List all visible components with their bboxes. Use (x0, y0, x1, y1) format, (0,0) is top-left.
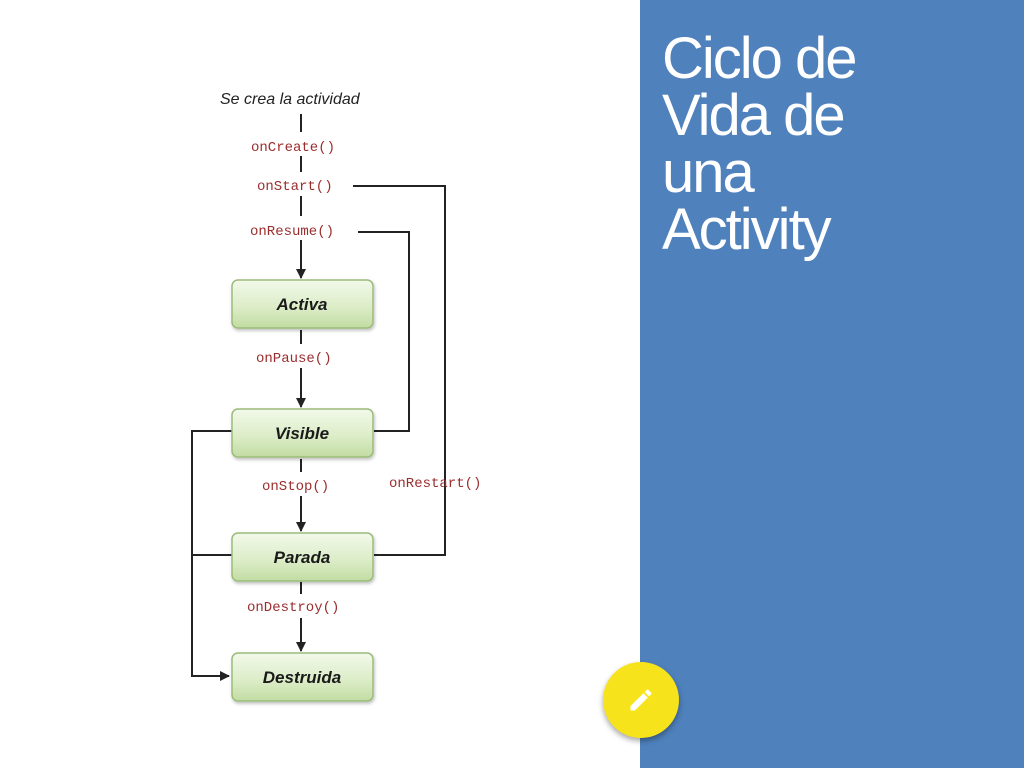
diagram-area: Se crea la actividad onCreate() onStart(… (191, 91, 482, 702)
pencil-icon (630, 689, 652, 711)
title-panel: Ciclo de Vida de una Activity (640, 0, 1024, 768)
slide-title: Ciclo de Vida de una Activity (662, 26, 1002, 262)
state-destruida: Destruida (231, 652, 374, 702)
main-flow-lines (191, 114, 446, 681)
state-parada: Parada (231, 532, 374, 582)
callback-onrestart: onRestart() (389, 476, 481, 492)
title-line: Ciclo de (662, 26, 858, 91)
state-visible: Visible (231, 408, 374, 458)
callback-oncreate: onCreate() (251, 140, 335, 156)
callback-ondestroy: onDestroy() (247, 600, 339, 616)
state-label-activa: Activa (275, 295, 327, 314)
title-line: Activity (662, 197, 832, 262)
state-activa: Activa (231, 279, 374, 329)
state-label-parada: Parada (274, 548, 331, 567)
loop-visible-to-onresume (358, 231, 410, 432)
callback-onstop: onStop() (262, 479, 329, 495)
state-label-visible: Visible (275, 424, 329, 443)
start-label: Se crea la actividad (220, 91, 361, 108)
callback-onresume: onResume() (250, 224, 334, 240)
path-visible-to-destruida (191, 430, 232, 681)
callback-onstart: onStart() (257, 179, 333, 195)
edit-button[interactable] (603, 662, 679, 738)
title-line: Vida de (662, 83, 846, 148)
activity-lifecycle-diagram: Se crea la actividad onCreate() onStart(… (191, 91, 481, 702)
title-line: una (662, 140, 755, 205)
callback-onpause: onPause() (256, 351, 332, 367)
callback-labels: onCreate() onStart() onResume() onPause(… (247, 140, 481, 616)
state-label-destruida: Destruida (263, 668, 341, 687)
loop-parada-to-onstart (353, 185, 446, 556)
